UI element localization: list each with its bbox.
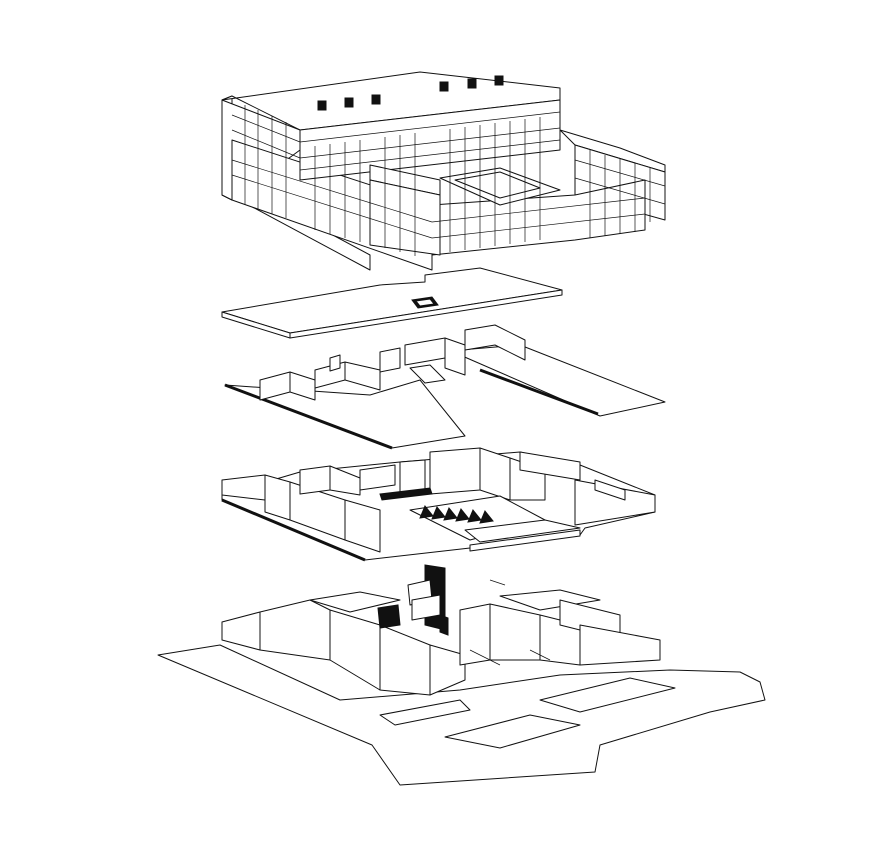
ground-floor-site-layer xyxy=(157,564,766,786)
upper-slab-edge-right xyxy=(479,368,599,416)
ground-beam-3 xyxy=(489,579,506,586)
site-ground-plane xyxy=(157,644,766,786)
upper-floor-walls xyxy=(259,324,526,401)
stair-core xyxy=(377,564,449,636)
upper-slab-edge-left xyxy=(224,383,393,450)
upper-floor-layer xyxy=(224,324,666,450)
right-wing-top xyxy=(559,129,666,173)
first-floor-rooms xyxy=(221,447,656,553)
site-parking-1 xyxy=(379,699,471,726)
building-volume-layer xyxy=(221,71,666,271)
auditorium-steps xyxy=(409,495,581,552)
front-wing-face xyxy=(369,179,441,256)
ground-beam-2 xyxy=(529,649,551,661)
roof-windows xyxy=(317,75,504,111)
first-floor-layer xyxy=(221,447,656,562)
facade-window-grid xyxy=(231,105,666,256)
roof-opening-inner xyxy=(415,298,435,307)
upper-floor-slab-right xyxy=(459,344,666,417)
roof-slab-layer xyxy=(221,267,563,339)
ground-beam-1 xyxy=(469,649,501,666)
roof-slab-edge-right xyxy=(289,289,563,339)
first-floor-void xyxy=(379,487,433,501)
first-floor-slab-edge xyxy=(221,498,366,562)
site-parking-3 xyxy=(539,677,676,713)
site-parking-2 xyxy=(444,714,581,749)
front-right-facade xyxy=(431,179,646,256)
center-block-facade xyxy=(299,99,561,181)
